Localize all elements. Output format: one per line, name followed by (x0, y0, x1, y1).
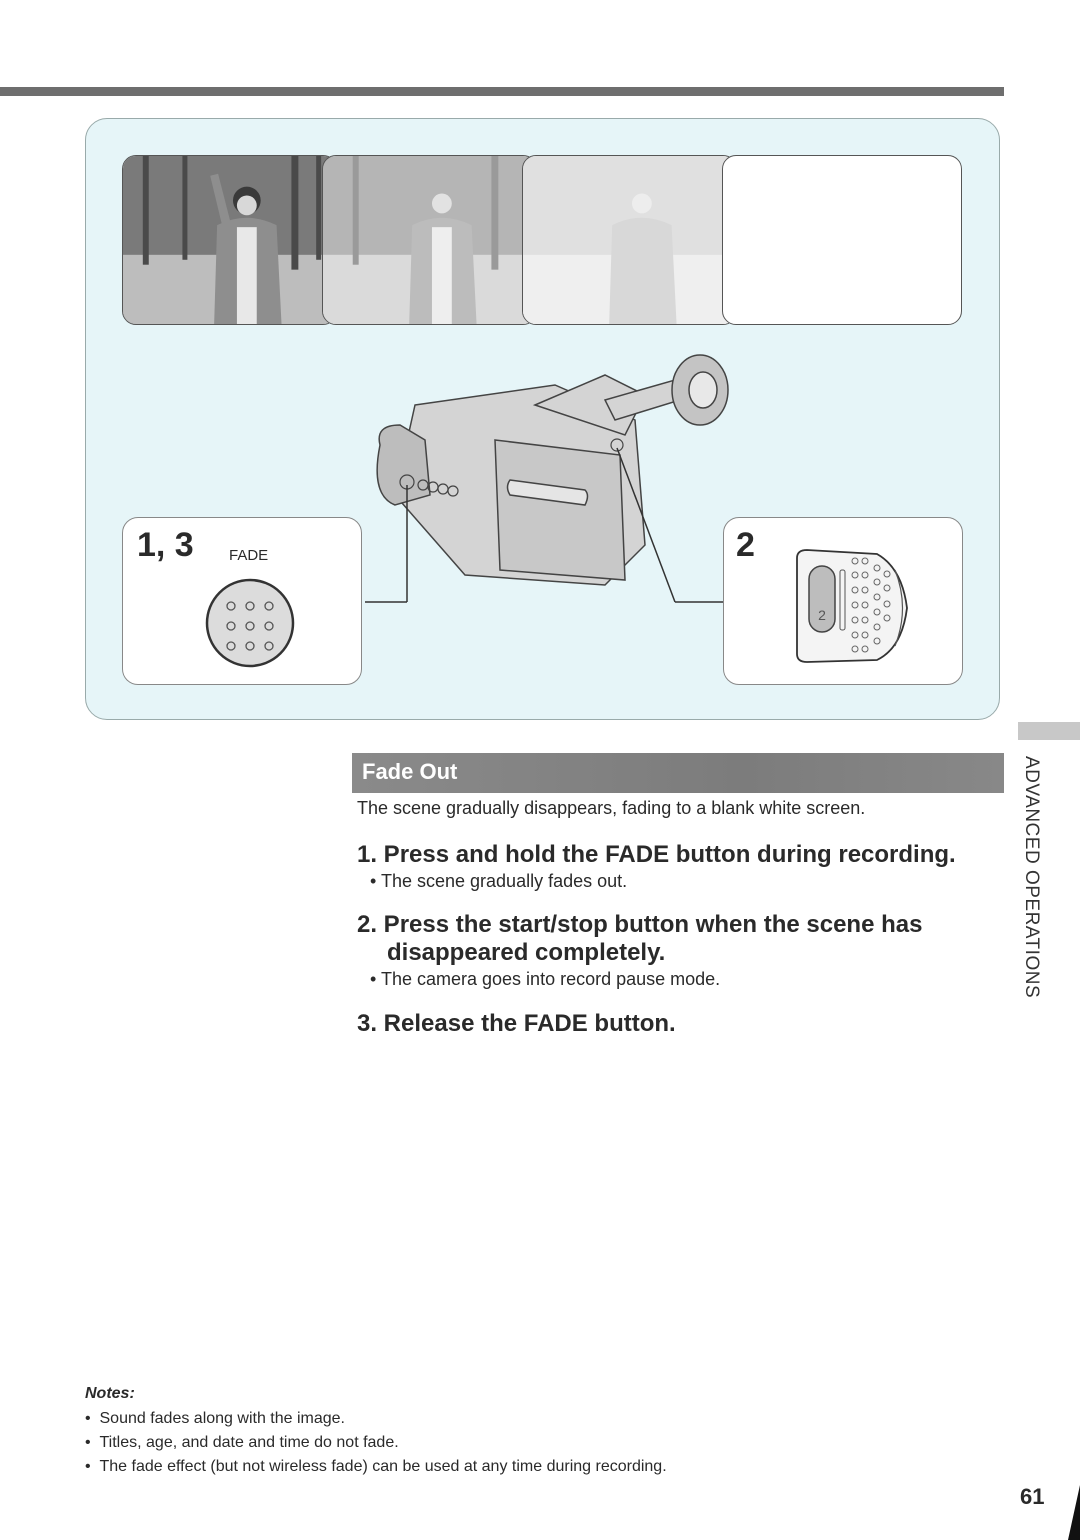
section-tab-marker (1018, 722, 1080, 740)
notes-title: Notes: (85, 1385, 135, 1402)
top-rule (0, 87, 1004, 96)
note-item: • Sound fades along with the image. (85, 1410, 345, 1427)
page-corner (1068, 1485, 1080, 1540)
section-title: Fade Out (362, 759, 458, 784)
step-2: 2. Press the start/stop button when the … (357, 911, 923, 966)
page-number: 61 (1020, 1484, 1045, 1509)
scene-frame-3 (522, 155, 737, 325)
start-stop-button-icon: 2 (796, 549, 908, 663)
chapter-side-label: ADVANCED OPERATIONS (1021, 756, 1042, 999)
scene-frame-2 (322, 155, 537, 325)
fade-label: FADE (229, 547, 269, 564)
start-stop-callout: 2 2 (723, 517, 963, 685)
step-3: 3. Release the FADE button. (357, 1010, 676, 1037)
fade-button-callout: 1, 3 FADE (122, 517, 362, 685)
scene-frame-4-blank (722, 155, 962, 325)
step-2-bullet: • The camera goes into record pause mode… (370, 969, 721, 989)
scene-frame-1 (122, 155, 337, 325)
camcorder-illustration (365, 354, 740, 603)
section-header-bar: Fade Out (352, 753, 1004, 793)
svg-text:2: 2 (818, 607, 826, 623)
step-1: 1. Press and hold the FADE button during… (357, 841, 956, 868)
note-item: • The fade effect (but not wireless fade… (85, 1458, 667, 1475)
step-1-bullet: • The scene gradually fades out. (370, 871, 628, 891)
callout-step-number: 1, 3 (137, 526, 194, 564)
note-item: • Titles, age, and date and time do not … (85, 1434, 399, 1451)
fade-button-icon (205, 578, 295, 668)
callout-step-number: 2 (736, 526, 755, 564)
section-intro: The scene gradually disappears, fading t… (357, 798, 866, 818)
